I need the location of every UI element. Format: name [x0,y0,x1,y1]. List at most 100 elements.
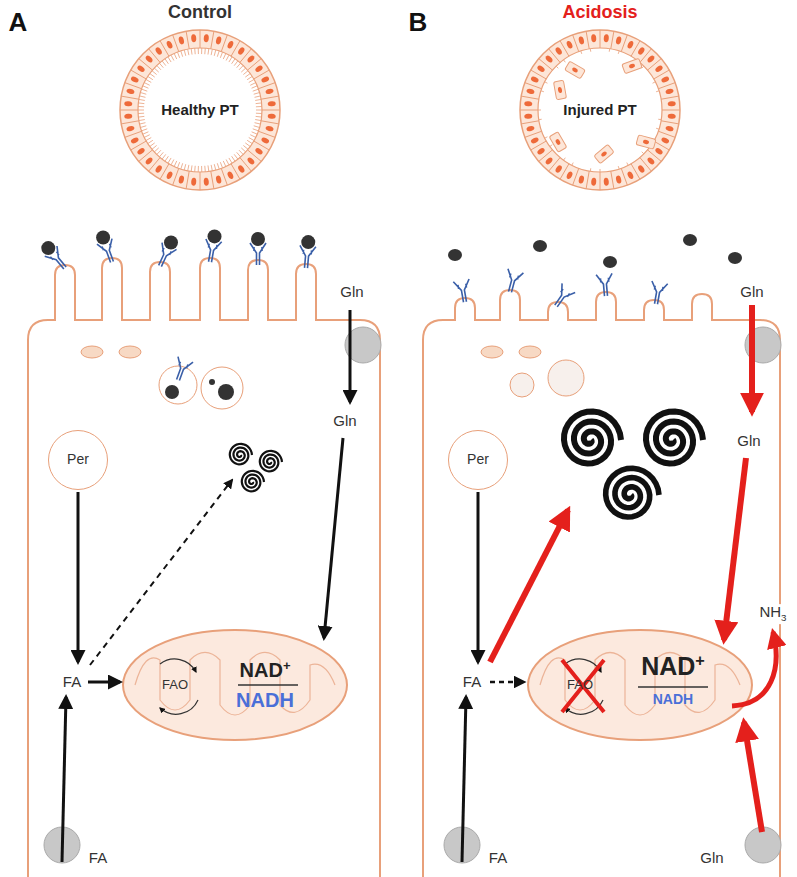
cell-border [586,171,589,189]
lipid-droplet [606,468,659,517]
brush-border [142,89,148,91]
nucleus [600,151,607,158]
nucleus [654,147,663,156]
cell-border [160,164,169,180]
brush-border [148,140,153,143]
brush-border [247,140,252,143]
vesicle [159,366,197,404]
nucleus [254,64,263,73]
nucleus [615,36,622,45]
tubule-cross-section: Healthy PT [140,50,260,170]
cell-border [261,121,279,124]
brush-border [211,49,212,55]
brush-border [253,89,259,91]
nucleus [536,64,545,73]
nucleus [626,171,634,180]
shed-cell [565,61,586,79]
brush-border [141,93,147,95]
nucleus [668,113,676,119]
nucleus [215,175,222,184]
brush-border [191,49,193,55]
brush-border [194,166,196,172]
cell-border [525,83,542,89]
cell-border [573,168,579,185]
albumin-dot [164,235,178,249]
brush-border [226,160,229,165]
brush-border [237,152,241,157]
brush-border [138,106,144,107]
ratio-numerator: NAD+ [641,652,705,681]
brush-border [168,158,171,163]
shed-cell [554,80,567,99]
nucleus [591,178,597,186]
brush-border [184,50,186,56]
nucleus [646,54,655,63]
brush-border [207,165,209,171]
brush-border [168,57,171,62]
panel-title: Acidosis [562,3,637,23]
brush-border [214,164,216,170]
cell-border [221,35,227,52]
cell-border [521,96,539,99]
nucleus [268,101,276,107]
nucleus [237,164,246,173]
nucleus [555,138,561,145]
pathway-label: FAO [567,678,593,692]
cell-membrane [28,258,380,877]
nucleus [603,178,609,186]
brush-border [580,51,582,54]
nucleus [136,147,145,156]
arrow [77,492,80,662]
nucleus [124,113,132,119]
arrow [324,438,343,638]
brush-border [214,50,216,56]
brush-border [138,116,144,118]
brush-border [138,113,144,114]
albumin-dot [209,379,215,385]
brush-border [211,165,212,171]
shed-cell-body [622,58,642,74]
cell-border [531,70,547,79]
vesicle [81,346,103,358]
nucleus [615,175,622,184]
receptor-stroke [453,279,473,303]
brush-border [609,49,610,52]
brush-border [658,119,661,120]
albumin-dot [96,231,110,245]
nucleus [254,147,263,156]
brush-border [229,158,232,163]
tubule-label: Healthy PT [161,102,239,119]
metabolite-label: FA [487,850,509,867]
nucleus [665,88,674,95]
brush-border [162,61,166,66]
brush-border [191,165,193,171]
albumin-dot [208,229,222,243]
metabolite-label: FA [461,674,483,691]
brush-border [144,135,149,138]
nucleus [124,101,132,107]
brush-border [139,99,145,100]
shed-cell [622,58,642,74]
panel-letter: B [409,8,428,37]
cell-border [525,131,542,137]
nucleus [554,164,563,173]
nucleus [566,40,574,49]
cell-border [258,131,275,137]
nucleus [261,136,270,144]
brush-border [247,76,252,79]
albumin-dot [603,256,617,268]
brush-border [250,83,255,86]
nucleus [215,36,222,45]
red-curved-arrow [732,632,776,706]
nucleus [544,156,553,165]
arrow [477,492,480,662]
mitochondrion-box: FAONAD+NADH [528,630,752,740]
brush-border [157,150,161,154]
cell-border [186,171,189,189]
brush-border [198,166,199,172]
brush-border [178,162,180,168]
brush-border [243,71,248,75]
brush-border [142,129,148,131]
albumin-dot [41,241,55,255]
cell-border [611,31,614,49]
